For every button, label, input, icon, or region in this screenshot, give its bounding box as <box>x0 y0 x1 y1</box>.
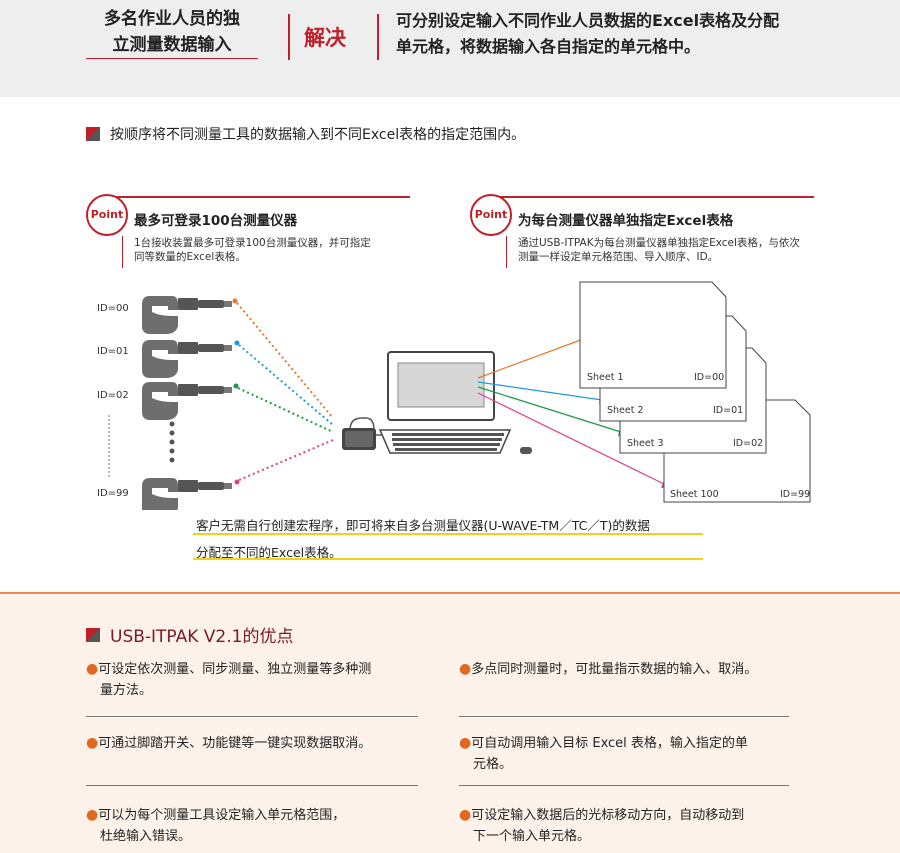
caption-text: 客户无需自行创建宏程序，即可将来自多台测量仪器(U-WAVE-TM／TC／T)的… <box>196 518 650 533</box>
resolve-label: 解决 <box>304 26 346 50</box>
sheet-id: ID=00 <box>694 372 724 383</box>
sheet-name: Sheet 100 <box>670 489 719 500</box>
problem-line-2: 立测量数据输入 <box>112 35 232 55</box>
divider <box>459 716 789 717</box>
advantage-text: 杜绝输入错误。 <box>100 829 192 844</box>
advantages-heading: USB-ITPAK V2.1的优点 <box>86 622 293 647</box>
point-rule <box>122 236 123 268</box>
point-title: 为每台测量仪器单独指定Excel表格 <box>518 213 734 229</box>
advantage-text: 多点同时测量时，可批量指示数据的输入、取消。 <box>471 662 758 677</box>
caption-text: 分配至不同的Excel表格。 <box>196 545 342 560</box>
solution-line-1: 可分别设定输入不同作业人员数据的Excel表格及分配 <box>396 11 780 30</box>
advantage-text: 元格。 <box>473 757 513 772</box>
device-id-label: ID=00 <box>97 303 129 314</box>
bullet-icon: ● <box>86 735 99 751</box>
signal-line-00 <box>236 302 334 419</box>
arrow-to-sheet-3 <box>477 386 622 433</box>
point-rule <box>506 236 507 268</box>
data-flow-diagram: ID=00 ID=01 ID=02 ID=99 <box>97 281 811 510</box>
problem-line-1: 多名作业人员的独 <box>104 9 240 29</box>
advantage-text: 可通过脚踏开关、功能键等一键实现数据取消。 <box>98 736 372 751</box>
computer-icon <box>378 351 532 454</box>
arrow-to-sheet-1 <box>477 337 587 379</box>
advantage-item: ●可以为每个测量工具设定输入单元格范围， 杜绝输入错误。 <box>86 805 426 847</box>
point-badge: Point <box>86 194 128 236</box>
advantage-item: ●可设定依次测量、同步测量、独立测量等多种测 量方法。 <box>86 659 426 701</box>
advantage-text: 下一个输入单元格。 <box>473 829 591 844</box>
point-desc: 通过USB-ITPAK为每台测量仪器单独指定Excel表格，与依次 测量一样设定… <box>518 236 800 264</box>
highlight-underline <box>193 558 703 560</box>
advantage-item: ●可自动调用输入目标 Excel 表格，输入指定的单 元格。 <box>459 733 809 775</box>
section-heading: 按顺序将不同测量工具的数据输入到不同Excel表格的指定范围内。 <box>86 124 525 144</box>
device-id-label: ID=01 <box>97 346 129 357</box>
signal-line-99 <box>238 439 334 481</box>
sheet-name: Sheet 1 <box>587 372 624 383</box>
divider <box>459 785 789 786</box>
advantage-text: 量方法。 <box>100 683 153 698</box>
micrometer-icon <box>142 340 232 378</box>
bullet-icon: ● <box>459 807 472 823</box>
bullet-icon: ● <box>86 661 99 677</box>
square-bullet-icon <box>86 127 100 141</box>
receiver-icon <box>342 417 376 450</box>
point-rule <box>100 196 410 198</box>
advantages-section <box>0 592 900 853</box>
advantage-item: ●多点同时测量时，可批量指示数据的输入、取消。 <box>459 659 809 680</box>
sheet-id: ID=99 <box>780 489 810 500</box>
micrometer-icon <box>142 296 232 334</box>
excel-sheet-1: Sheet 1 ID=00 <box>579 281 727 389</box>
bullet-icon: ● <box>459 661 472 677</box>
advantage-text: 可以为每个测量工具设定输入单元格范围， <box>98 808 346 823</box>
sheet-id: ID=01 <box>713 405 743 416</box>
advantage-text: 可设定输入数据后的光标移动方向，自动移动到 <box>471 808 745 823</box>
point-desc-line: 1台接收装置最多可登录100台测量仪器，并可指定 <box>134 237 371 249</box>
divider <box>288 14 290 60</box>
sheet-id: ID=02 <box>733 438 763 449</box>
section-heading-text: 按顺序将不同测量工具的数据输入到不同Excel表格的指定范围内。 <box>110 127 526 143</box>
divider <box>86 716 418 717</box>
advantage-text: 可自动调用输入目标 Excel 表格，输入指定的单 <box>471 736 748 751</box>
point-desc: 1台接收装置最多可登录100台测量仪器，并可指定 同等数量的Excel表格。 <box>134 236 371 264</box>
point-desc-line: 通过USB-ITPAK为每台测量仪器单独指定Excel表格，与依次 <box>518 237 800 249</box>
point-desc-line: 同等数量的Excel表格。 <box>134 251 246 263</box>
problem-text: 多名作业人员的独 立测量数据输入 <box>86 6 258 58</box>
advantage-item: ●可通过脚踏开关、功能键等一键实现数据取消。 <box>86 733 426 754</box>
device-id-label: ID=02 <box>97 390 129 401</box>
bullet-icon: ● <box>86 807 99 823</box>
advantage-text: 可设定依次测量、同步测量、独立测量等多种测 <box>98 662 372 677</box>
solution-line-2: 单元格，将数据输入各自指定的单元格中。 <box>396 37 701 56</box>
micrometer-icon <box>142 382 232 420</box>
sheet-name: Sheet 3 <box>627 438 664 449</box>
signal-line-01 <box>238 344 334 426</box>
arrow-to-sheet-100 <box>477 392 665 485</box>
problem-underline <box>86 58 258 59</box>
signal-line-02 <box>237 387 334 433</box>
square-bullet-icon <box>86 627 100 642</box>
solution-text: 可分别设定输入不同作业人员数据的Excel表格及分配 单元格，将数据输入各自指定… <box>396 8 836 60</box>
micrometer-icon <box>142 478 232 510</box>
highlight-underline <box>193 533 703 535</box>
divider <box>86 785 418 786</box>
point-title: 最多可登录100台测量仪器 <box>134 213 298 229</box>
point-badge: Point <box>470 194 512 236</box>
problem-solution-banner <box>0 0 900 97</box>
bullet-icon: ● <box>459 735 472 751</box>
advantages-heading-text: USB-ITPAK V2.1的优点 <box>110 627 294 647</box>
arrow-to-sheet-2 <box>477 381 603 401</box>
sheet-name: Sheet 2 <box>607 405 644 416</box>
advantage-item: ●可设定输入数据后的光标移动方向，自动移动到 下一个输入单元格。 <box>459 805 809 847</box>
divider <box>377 14 379 60</box>
ellipsis-dots <box>169 421 175 463</box>
point-desc-line: 测量一样设定单元格范围、导入顺序、ID。 <box>518 251 719 263</box>
point-rule <box>484 196 814 198</box>
device-id-label: ID=99 <box>97 488 129 499</box>
